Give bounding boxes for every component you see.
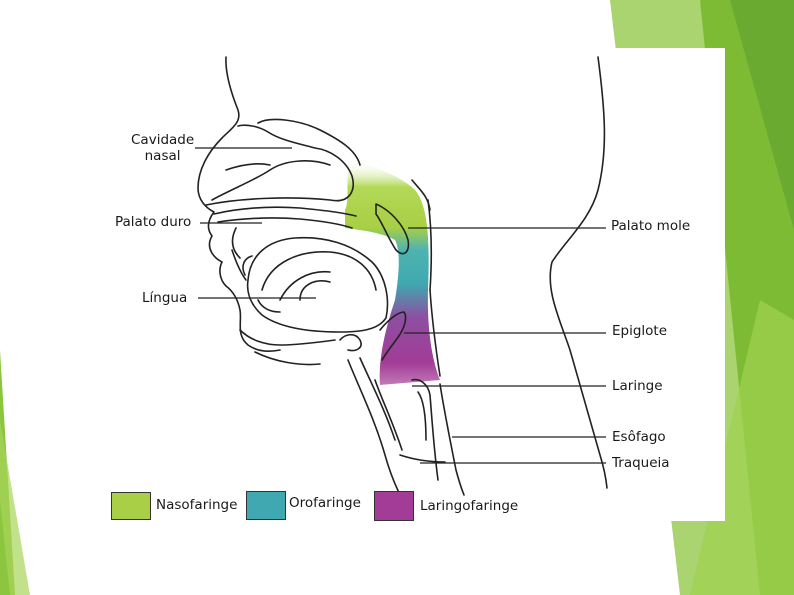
label-esofago: Esôfago — [612, 429, 666, 445]
legend-swatch-orofaringe — [246, 491, 286, 520]
label-palato-mole: Palato mole — [611, 218, 690, 234]
label-traqueia: Traqueia — [612, 455, 670, 471]
legend-swatch-laringofaringe — [374, 491, 414, 521]
esophagus-outline — [440, 384, 464, 495]
label-epiglote: Epiglote — [612, 323, 667, 339]
legend-label-nasofaringe: Nasofaringe — [156, 497, 237, 513]
label-palato-duro: Palato duro — [115, 214, 191, 230]
pharynx-colored-region — [345, 160, 440, 385]
neck-outline — [550, 57, 607, 488]
label-cavidade-nasal: Cavidade nasal — [131, 132, 194, 164]
label-lingua: Língua — [142, 290, 187, 306]
hard-palate-outline — [214, 207, 356, 216]
legend-swatch-nasofaringe — [111, 492, 151, 520]
label-laringe: Laringe — [612, 378, 663, 394]
larynx-outline — [412, 380, 438, 480]
legend-label-orofaringe: Orofaringe — [289, 495, 361, 511]
legend-label-laringofaringe: Laringofaringe — [420, 498, 518, 514]
